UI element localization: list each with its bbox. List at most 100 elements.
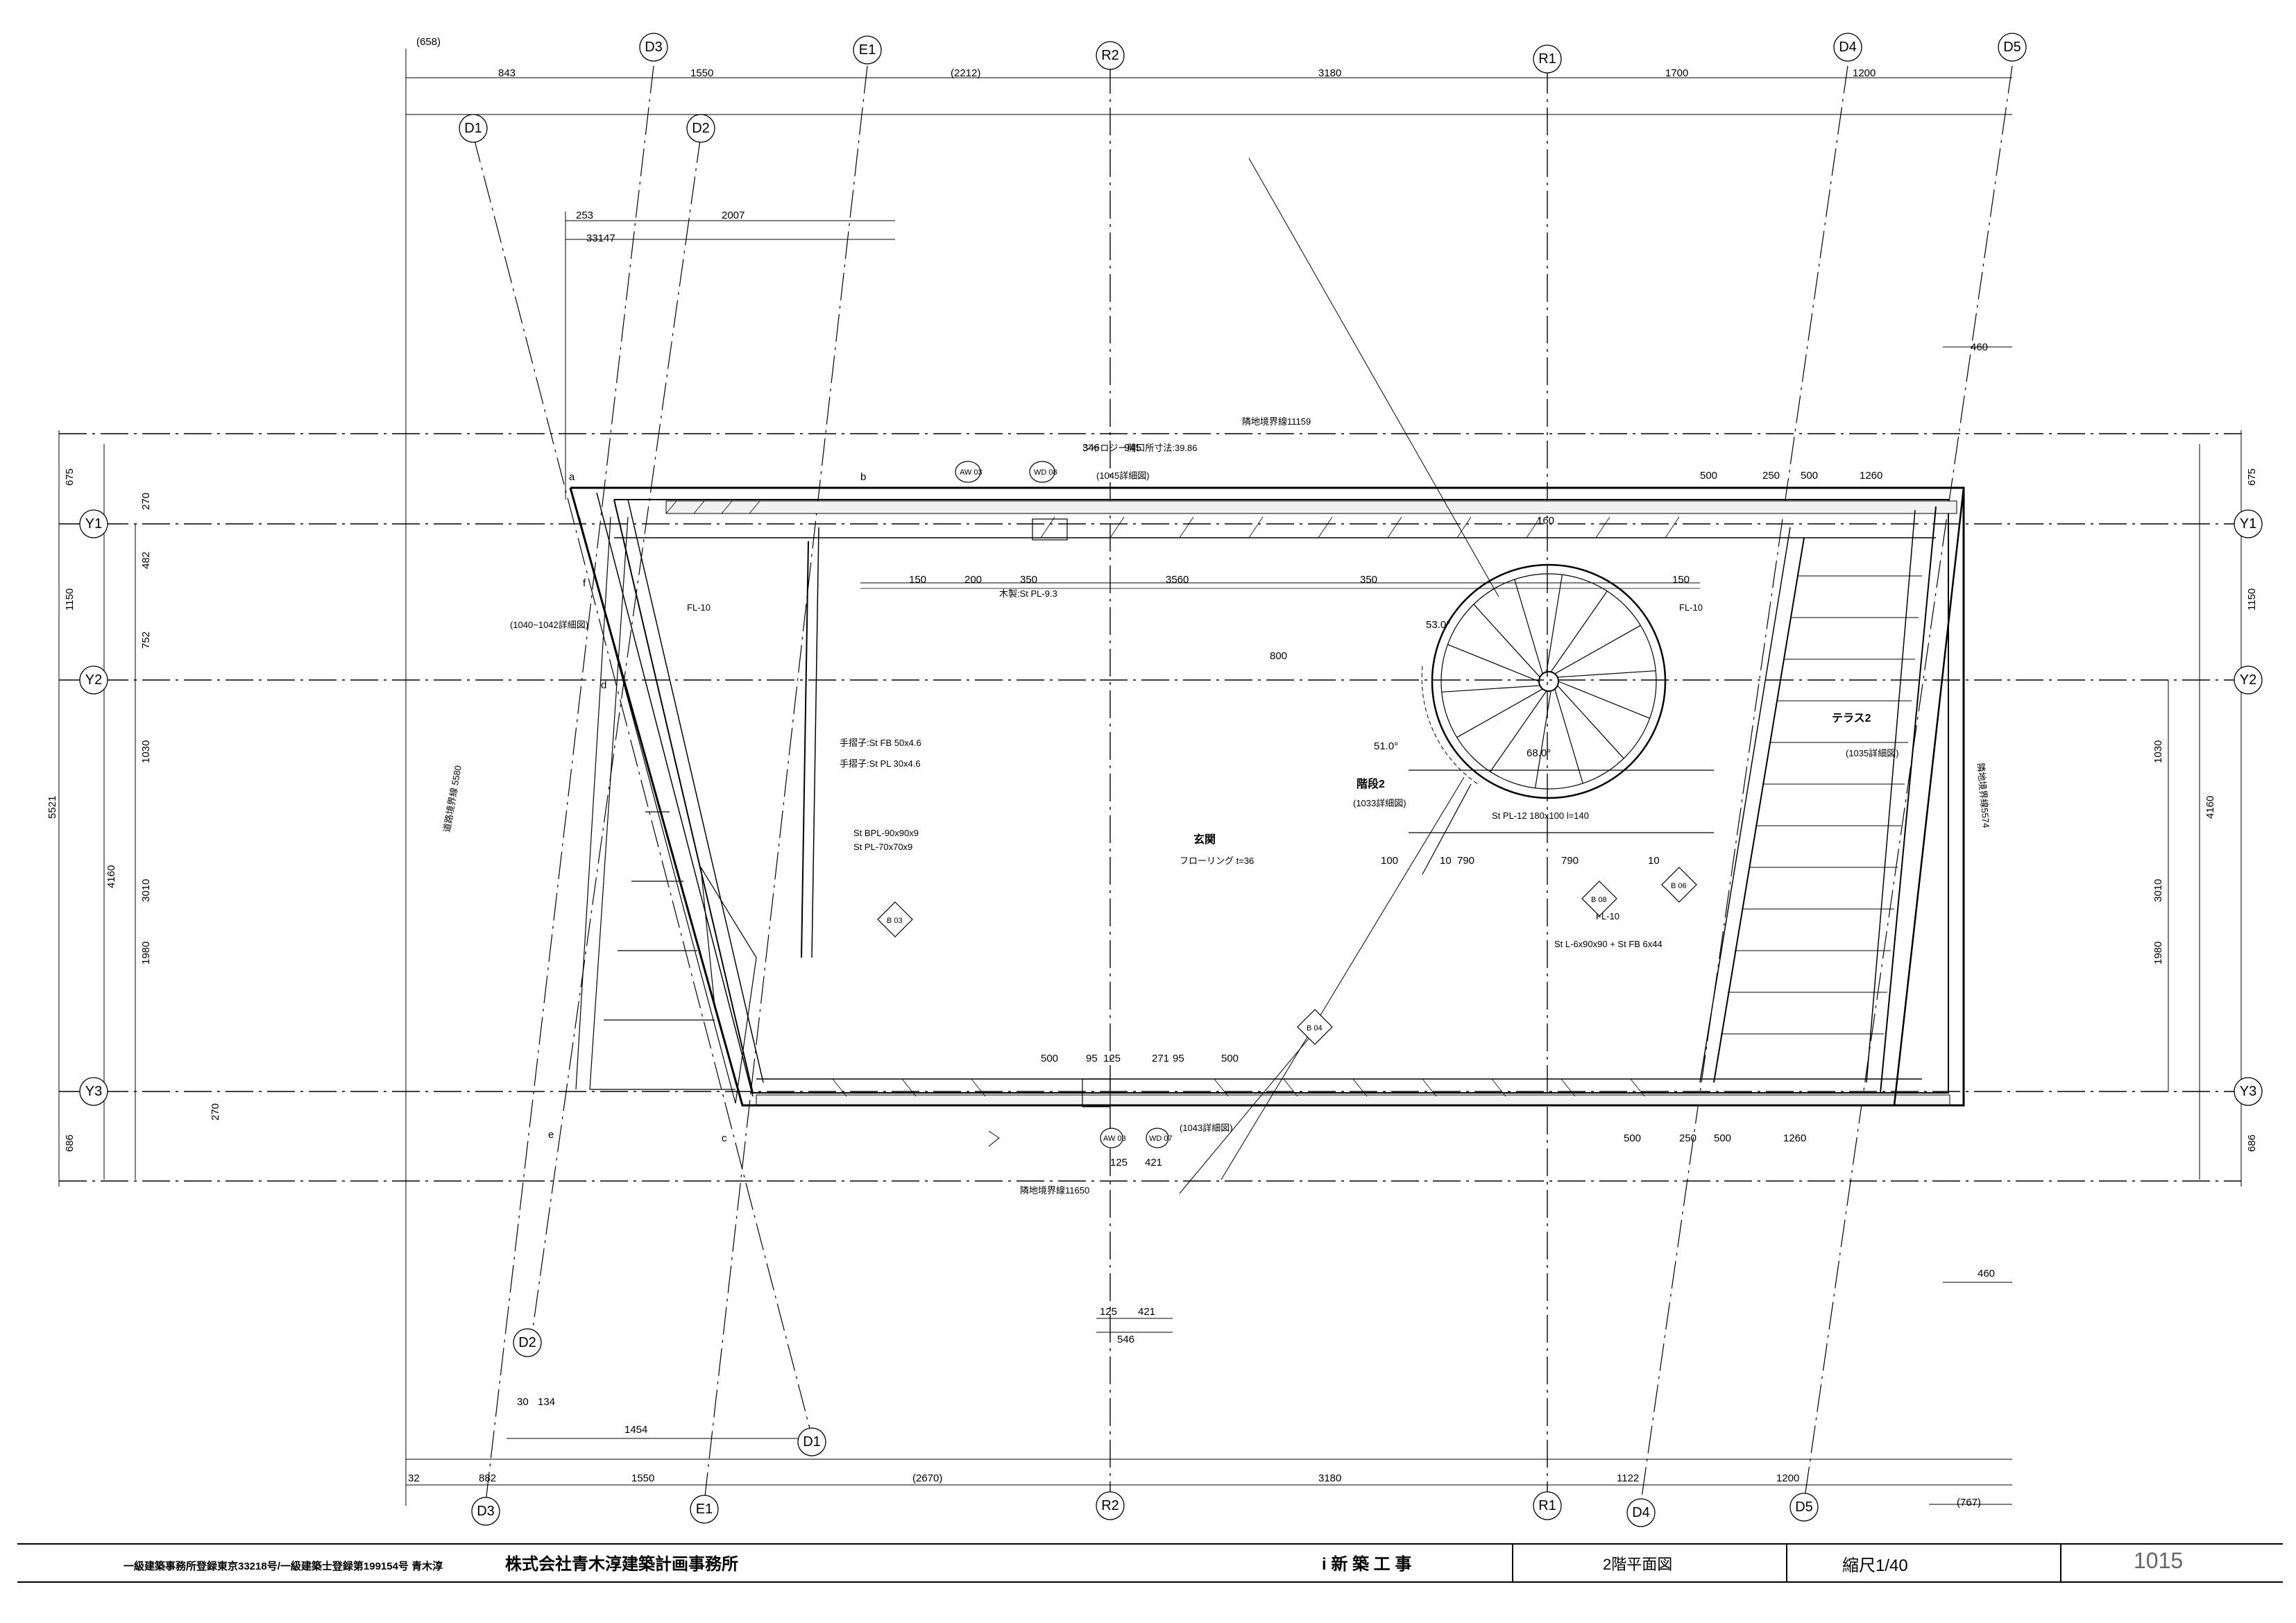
axis-bottom-e1-bubble (690, 1495, 719, 1524)
dim-125a: 125 (1103, 1053, 1121, 1064)
dim-200: 200 (964, 574, 982, 586)
section-tag-4: B 04 (1307, 1024, 1323, 1033)
mark-c: c (722, 1132, 727, 1144)
jalousie-note: ジャロジー開口所寸法:39.86 (1082, 443, 1198, 453)
section-tag-2: B 08 (1591, 896, 1607, 904)
stair-tread-14 (1557, 670, 1656, 678)
dim-3180b: 3180 (1318, 1472, 1341, 1484)
dim-r-686: 686 (2246, 1135, 2258, 1152)
mark-d: d (601, 679, 606, 691)
handrail-1: 手摺子:St FB 50x4.6 (840, 738, 921, 748)
dim-460: 460 (1971, 341, 1988, 353)
stair-label: 階段2 (1357, 777, 1385, 790)
dim-r-1030: 1030 (2152, 740, 2164, 763)
mark-e: e (548, 1129, 554, 1141)
office-registration: 一級建築事務所登録東京33218号/一級建築士登録第199154号 青木淳 (124, 1560, 443, 1572)
dim-32: 32 (408, 1472, 420, 1484)
stair-tread-5 (1490, 690, 1547, 772)
axis-left-y2-label: Y2 (85, 672, 102, 688)
axis-top-r1-label: R1 (1538, 51, 1556, 67)
dim-421: 421 (1138, 1306, 1155, 1318)
flooring-label: フローリング t=36 (1180, 856, 1254, 866)
dim-1200b: 1200 (1776, 1472, 1799, 1484)
dim-790b: 790 (1561, 855, 1579, 867)
dim-882: 882 (479, 1472, 496, 1484)
stair-tread-11 (1546, 575, 1563, 672)
dim-346: 346 (1082, 442, 1100, 454)
dim-33147: 33147 (586, 232, 615, 244)
boundary-top: 隣地境界線11159 (1242, 416, 1311, 427)
window-tag-4: WD 07 (1149, 1135, 1173, 1143)
dim-752: 752 (140, 631, 152, 649)
axis-top-d1-bubble (459, 114, 488, 143)
dim-271: 271 (1152, 1053, 1169, 1064)
dim-546: 546 (1117, 1334, 1134, 1345)
axis-bottom-d5-label: D5 (1795, 1499, 1813, 1515)
axis-top-d4-bubble (1833, 33, 1862, 62)
dim-30: 30 (517, 1396, 529, 1408)
axis-left-y3-bubble (79, 1077, 108, 1106)
terrace-label: テラス2 (1832, 713, 1871, 724)
axis-right-y2-bubble (2234, 665, 2263, 695)
window-tag-3: AW 03 (1103, 1135, 1126, 1143)
fl10-b: FL-10 (1679, 602, 1703, 613)
dim-1030: 1030 (140, 740, 152, 763)
dim-1200: 1200 (1853, 67, 1876, 79)
building-walls (569, 486, 1965, 1107)
axis-right-y3-bubble (2234, 1077, 2263, 1106)
axis-bottom-d5-bubble (1789, 1493, 1819, 1522)
diagonal-grid-lines (473, 65, 2013, 1503)
dim-150b: 150 (1672, 574, 1690, 586)
axis-bottom-r2-label: R2 (1101, 1498, 1119, 1513)
dim-125c: 125 (1110, 1157, 1128, 1169)
dim-250a: 250 (1762, 470, 1780, 482)
dim-421b: 421 (1145, 1157, 1162, 1169)
dim-500a: 500 (1700, 470, 1717, 482)
terrace-ref: (1035詳細図) (1846, 748, 1899, 758)
dim-658: (658) (416, 36, 441, 48)
spiral-stair (1409, 563, 1714, 875)
dim-686: 686 (64, 1135, 76, 1152)
mark-f: f (583, 577, 586, 589)
section-tag-1: B 03 (887, 917, 903, 925)
dim-1454: 1454 (624, 1424, 647, 1436)
dimension-lines (58, 49, 2242, 1506)
drawing-scale: 縮尺1/40 (1842, 1556, 1908, 1575)
boundary-bottom: 隣地境界線11650 (1020, 1185, 1089, 1196)
dim-150a: 150 (909, 574, 926, 586)
title-block (17, 1543, 2283, 1583)
stair-tread-13 (1554, 624, 1641, 674)
axis-bottom-d4-bubble (1626, 1498, 1656, 1527)
dim-250b: 250 (1679, 1132, 1697, 1144)
st-bpl-note: St BPL-90x90x9 (853, 828, 919, 838)
axis-left-y1-bubble (79, 509, 108, 538)
stair-tread-12 (1550, 590, 1608, 672)
ref-1045: (1045詳細図) (1096, 470, 1150, 481)
dim-134: 134 (538, 1396, 555, 1408)
axis-top-d3-label: D3 (645, 40, 663, 55)
dim-500f: 500 (1221, 1053, 1239, 1064)
axis-top-d1-label: D1 (464, 121, 482, 136)
mullion-note: 木製:St PL-9.3 (999, 588, 1057, 599)
left-boundary: 道路境界線 5580 (441, 765, 464, 833)
section-tag-3: B 06 (1671, 882, 1687, 890)
stair-tread-1 (1558, 681, 1650, 719)
axis-bottom-r2-bubble (1096, 1491, 1125, 1520)
ref-1043: (1043詳細図) (1180, 1123, 1233, 1133)
axis-bottom-e1-label: E1 (696, 1502, 713, 1517)
axis-bottom-d4-label: D4 (1632, 1505, 1650, 1520)
dim-843: 843 (498, 67, 516, 79)
angle-2: 68.0° (1527, 747, 1551, 759)
axis-top-d5-bubble (1998, 33, 2027, 62)
stair-tread-8 (1447, 644, 1540, 682)
stair-tread-2 (1557, 685, 1624, 759)
dim-675: 675 (64, 468, 76, 486)
dim-2670: (2670) (912, 1472, 942, 1484)
fl10-a: FL-10 (687, 602, 711, 613)
stair-tread-9 (1473, 604, 1540, 678)
dim-350a: 350 (1020, 574, 1037, 586)
axis-right-y1-label: Y1 (2240, 516, 2256, 532)
dim-482: 482 (140, 552, 152, 569)
